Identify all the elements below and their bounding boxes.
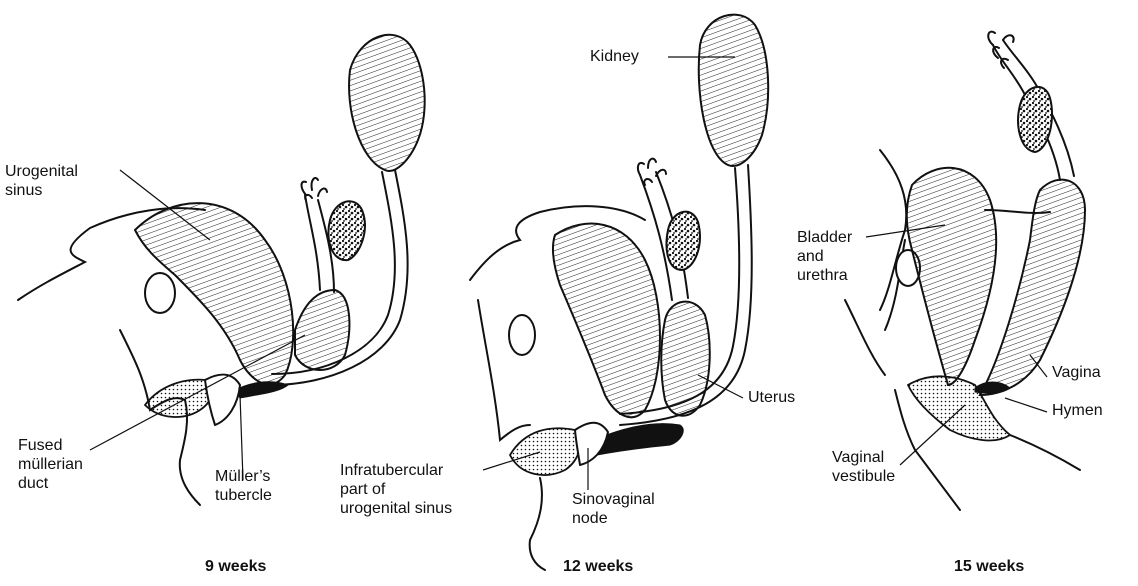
caption-12-weeks: 12 weeks	[563, 558, 633, 576]
mullers-tubercle-mass	[235, 382, 288, 398]
fused-mullerian-duct	[295, 290, 349, 370]
label-kidney: Kidney	[590, 47, 639, 66]
uterus	[661, 302, 709, 416]
lower-tail	[530, 478, 545, 570]
label-vaginal-vestibule: Vaginal vestibule	[832, 448, 895, 486]
ovary	[328, 201, 364, 260]
label-hymen: Hymen	[1052, 401, 1103, 420]
cloacal-opening	[145, 273, 175, 313]
label-urogenital-sinus: Urogenital sinus	[5, 162, 78, 200]
urogenital-sinus	[553, 224, 660, 418]
panel-9-weeks	[18, 35, 425, 505]
sinus-stalk	[575, 423, 608, 465]
label-sinovaginal-node: Sinovaginal node	[572, 490, 655, 528]
label-uterus: Uterus	[748, 388, 795, 407]
ovary	[667, 212, 700, 270]
body-wall-outline	[880, 150, 906, 310]
bladder-and-urethra	[907, 168, 996, 385]
sinus-stalk	[205, 375, 240, 425]
kidney	[349, 35, 425, 171]
body-wall-lower	[845, 300, 885, 375]
leader-hymen	[1005, 398, 1047, 412]
mullerian-duct-upper	[305, 195, 320, 290]
ovary	[1018, 87, 1052, 152]
fimbria	[302, 178, 328, 200]
label-fused-mullerian-duct: Fused müllerian duct	[18, 436, 83, 493]
panel-12-weeks	[470, 15, 768, 570]
label-infratubercular-part: Infratubercular part of urogenital sinus	[340, 461, 452, 518]
panel-15-weeks	[845, 32, 1085, 510]
kidney	[699, 15, 768, 166]
leader-fused-mullerian-duct	[90, 335, 305, 450]
label-vagina: Vagina	[1052, 363, 1101, 382]
lower-wall	[1010, 435, 1080, 470]
label-mullers-tubercle: Müller’s tubercle	[215, 467, 272, 505]
label-bladder-and-urethra: Bladder and urethra	[797, 228, 852, 285]
infratubercular-dots	[145, 380, 212, 417]
cloacal-opening	[509, 315, 535, 355]
infratubercular-dots	[510, 428, 580, 475]
caption-9-weeks: 9 weeks	[205, 558, 266, 576]
caption-15-weeks: 15 weeks	[954, 558, 1024, 576]
